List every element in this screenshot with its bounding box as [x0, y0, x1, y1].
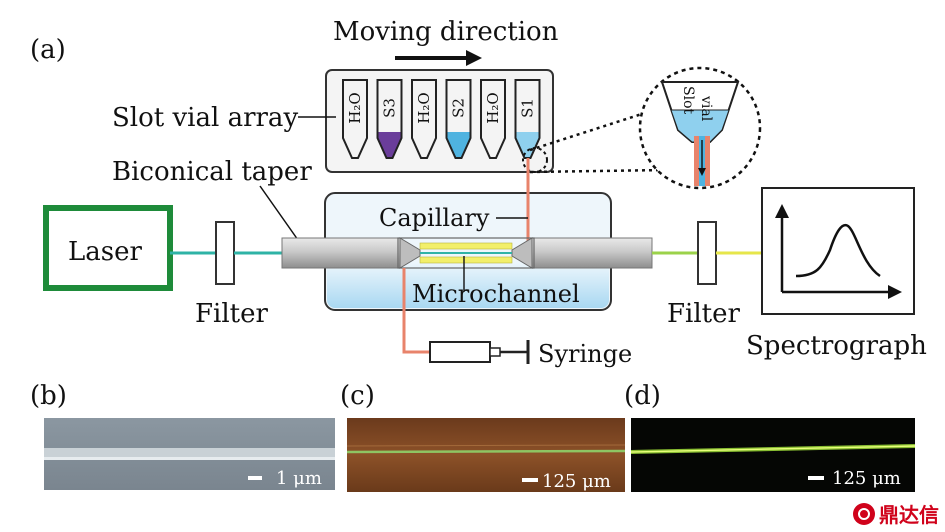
watermark-text: 鼎达信	[879, 503, 939, 527]
slot-vial: H₂O	[342, 79, 368, 159]
spectrograph-label: Spectrograph	[746, 331, 927, 361]
filter-right	[697, 221, 717, 285]
inset-vial-label: vial	[698, 95, 714, 122]
slot-vial-label: S3	[381, 98, 399, 118]
slot-vial-label: H₂O	[415, 92, 433, 123]
panel-label-c: (c)	[340, 381, 375, 411]
capillary-label: Capillary	[379, 204, 490, 232]
syringe-icon	[429, 340, 530, 364]
filter-left	[215, 221, 235, 285]
moving-direction-label: Moving direction	[333, 17, 559, 47]
scale-bar-b: 1 μm	[276, 468, 322, 489]
microchannel-label: Microchannel	[412, 280, 580, 308]
watermark-seal-icon	[853, 502, 875, 525]
watermark-logo: 鼎达信	[853, 499, 939, 528]
scale-bar-c: 125 μm	[542, 471, 611, 492]
micrograph-d: 125 μm	[630, 418, 916, 492]
slot-vial-label: H₂O	[346, 92, 364, 123]
spectrograph-box	[761, 187, 915, 315]
panel-label-a: (a)	[30, 35, 66, 65]
spectrum-curve	[795, 223, 881, 278]
micrograph-c: 125 μm	[346, 418, 626, 492]
inset-slot-label: Slot	[680, 86, 696, 114]
syringe-tube	[402, 268, 430, 354]
micrograph-b: 1 μm	[44, 418, 335, 490]
slot-vial-label: H₂O	[484, 92, 502, 123]
laser-label: Laser	[68, 237, 142, 267]
scale-bar-d: 125 μm	[832, 468, 901, 489]
panel-label-b: (b)	[30, 381, 67, 411]
slot-vial: H₂O	[480, 79, 506, 159]
zoom-inset: Slot vial	[522, 66, 762, 190]
slot-vial: S2	[445, 79, 472, 159]
slot-vial-array-label: Slot vial array	[112, 103, 298, 133]
water-bath	[324, 192, 612, 311]
biconical-taper-leader	[259, 185, 299, 241]
filter-left-label: Filter	[195, 299, 269, 329]
slot-vial: S3	[376, 79, 403, 159]
biconical-taper-label: Biconical taper	[112, 157, 312, 187]
slot-vial: H₂O	[411, 79, 437, 159]
filter-right-label: Filter	[667, 299, 741, 329]
vial-group: H₂O S3 H₂O S2 H₂O S1	[342, 79, 541, 159]
biconical-taper	[281, 237, 653, 269]
slot-vial: S1	[514, 79, 541, 159]
laser-box	[43, 205, 173, 291]
slot-vial-label: S1	[519, 98, 537, 118]
syringe-label: Syringe	[538, 340, 632, 368]
slot-vial-label: S2	[450, 98, 468, 118]
moving-direction-arrow	[395, 50, 482, 66]
panel-label-d: (d)	[624, 381, 661, 411]
